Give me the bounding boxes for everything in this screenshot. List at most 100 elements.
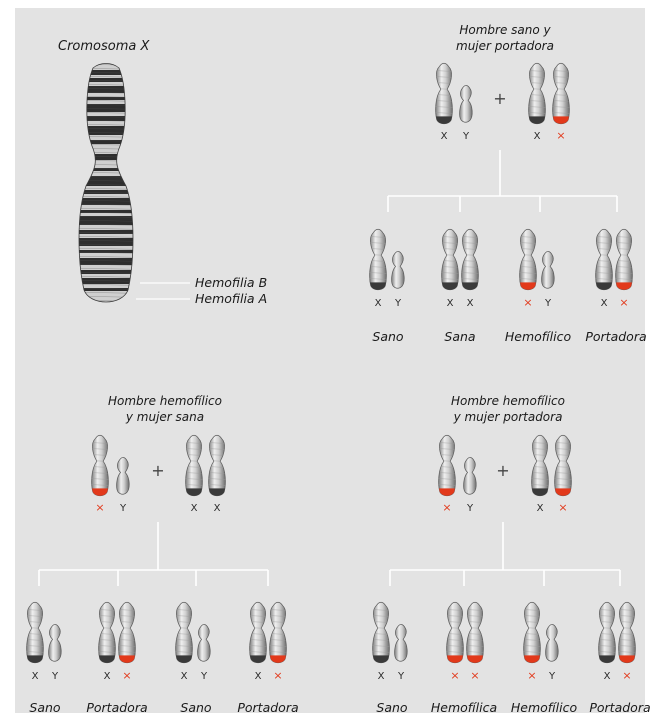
- chromosome-body: [553, 63, 570, 124]
- mutated-x-marker: ×: [442, 501, 451, 514]
- chromosome-letter: Y: [397, 671, 405, 682]
- chromosome-letter: X: [604, 671, 611, 682]
- cross-hemophilic-male-healthy-female: Hombre hemofílico y mujer sana ×Y+XXXYX×…: [17, 394, 299, 715]
- y-chromosome: [546, 624, 559, 661]
- chromosome-body: [370, 229, 387, 290]
- mutated-x-marker: ×: [470, 669, 479, 682]
- x-chromosome-figure: [66, 64, 146, 303]
- chromosome-body: [92, 435, 109, 496]
- chromosome-letter: X: [32, 671, 39, 682]
- hemofilia-a-label: Hemofilia A: [195, 291, 267, 306]
- x-chromosome: [363, 602, 399, 664]
- x-chromosome: [426, 63, 462, 125]
- chromosome-body: [119, 602, 136, 663]
- x-chromosome: [176, 435, 212, 497]
- mutation-band: [82, 488, 118, 497]
- child-label: Portadora: [86, 700, 147, 715]
- x-chromosome-mutated: [429, 435, 465, 497]
- chromosome-body: [117, 457, 130, 494]
- chromosome-body: [395, 624, 408, 661]
- offspring-female: ××: [437, 602, 493, 682]
- chromosome-letter: X: [601, 298, 608, 309]
- offspring-male: ×Y: [510, 229, 554, 309]
- panel2-title-line2: y mujer sana: [125, 410, 204, 424]
- chromosome-body: [524, 602, 541, 663]
- chromosome-letter: X: [378, 671, 385, 682]
- chromosome-letter: X: [537, 503, 544, 514]
- chromosome-body: [555, 435, 572, 496]
- mutated-x-marker: ×: [122, 669, 131, 682]
- child-label: Portadora: [585, 329, 646, 344]
- chromosome-letter: Y: [394, 298, 402, 309]
- panel1-title-line1: Hombre sano y: [459, 23, 551, 37]
- chromosome-body: [99, 602, 116, 663]
- chromosome-body: [616, 229, 633, 290]
- y-chromosome: [395, 624, 408, 661]
- chromosome-letter: X: [255, 671, 262, 682]
- mutated-x-marker: ×: [558, 501, 567, 514]
- chromosome-body: [176, 602, 193, 663]
- chromosome-body: [392, 251, 405, 288]
- y-chromosome: [460, 85, 473, 122]
- chromosome-body: [520, 229, 537, 290]
- hemofilia-b-label: Hemofilia B: [195, 275, 267, 290]
- chromosome-body: [436, 63, 453, 124]
- y-chromosome: [392, 251, 405, 288]
- child-label: Sano: [29, 700, 61, 715]
- mutated-x-marker: ×: [95, 501, 104, 514]
- chromosome-body: [619, 602, 636, 663]
- chromosome-body: [439, 435, 456, 496]
- mutation-band: [429, 488, 465, 497]
- child-label: Hemofílica: [431, 700, 497, 715]
- mutated-x-marker: ×: [619, 296, 628, 309]
- mutation-band: [545, 488, 581, 497]
- cross-hemophilic-male-carrier-female: Hombre hemofílico y mujer portadora ×Y+X…: [363, 394, 651, 715]
- panel3-title-line2: y mujer portadora: [453, 410, 563, 424]
- x-chromosome-mutated: [514, 602, 550, 664]
- offspring-female: X×: [586, 229, 642, 309]
- chromosome-letter: X: [104, 671, 111, 682]
- plus-sign: +: [496, 461, 509, 480]
- offspring-male: ×Y: [514, 602, 558, 682]
- x-chromosome: [522, 435, 558, 497]
- chromosome-body: [447, 602, 464, 663]
- chromosome-letter: Y: [466, 503, 474, 514]
- normal-band: [519, 116, 555, 125]
- chromosome-body: [546, 624, 559, 661]
- offspring-female: X×: [89, 602, 145, 682]
- chromosome-letter: X: [441, 131, 448, 142]
- y-chromosome: [198, 624, 211, 661]
- x-chromosome: [166, 602, 202, 664]
- chromosome-body: [270, 602, 287, 663]
- chromosome-body: [198, 624, 211, 661]
- child-label: Portadora: [237, 700, 298, 715]
- mutation-band: [543, 116, 579, 125]
- child-label: Sano: [376, 700, 408, 715]
- normal-band: [360, 282, 396, 291]
- plus-sign: +: [151, 461, 164, 480]
- x-chromosome: [199, 435, 235, 497]
- offspring-female: X×: [240, 602, 296, 682]
- chromosome-body: [186, 435, 203, 496]
- child-label: Sana: [444, 329, 475, 344]
- chromosome-body: [49, 624, 62, 661]
- chromosome-letter: Y: [544, 298, 552, 309]
- chromosome-letter: Y: [462, 131, 470, 142]
- chromosome-body: [27, 602, 44, 663]
- chromosome-body: [529, 63, 546, 124]
- chromosome-letter: X: [375, 298, 382, 309]
- y-chromosome: [117, 457, 130, 494]
- chromosome-letter: X: [214, 503, 221, 514]
- plus-sign: +: [493, 89, 506, 108]
- chromosome-body: [596, 229, 613, 290]
- x-chromosome: [360, 229, 396, 291]
- normal-band: [363, 655, 399, 664]
- chromosome-body: [542, 251, 555, 288]
- y-chromosome: [464, 457, 477, 494]
- child-label: Sano: [180, 700, 212, 715]
- panel1-title-line2: mujer portadora: [456, 39, 554, 53]
- chromosome-body: [599, 602, 616, 663]
- chromosome-body: [250, 602, 267, 663]
